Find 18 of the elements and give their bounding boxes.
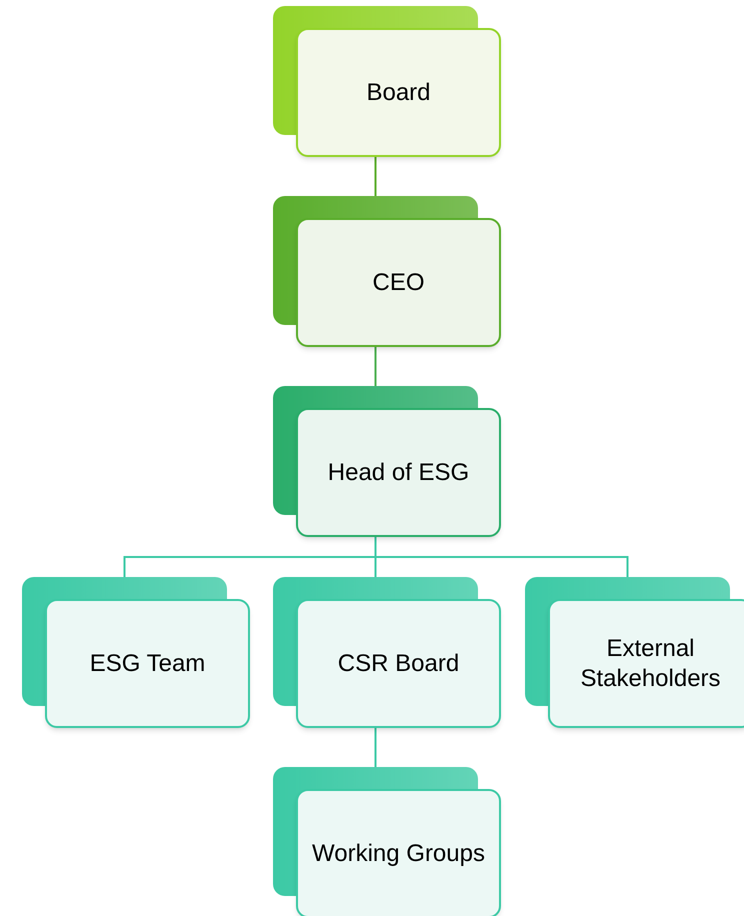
org-node [525, 577, 744, 728]
org-box: Board [296, 28, 501, 157]
org-node [22, 577, 250, 728]
connector-line [374, 728, 376, 767]
org-box: Head of ESG [296, 408, 501, 537]
org-box: CSR Board [296, 599, 501, 728]
org-node [273, 767, 501, 916]
org-node [273, 577, 501, 728]
connector-line [374, 157, 376, 196]
org-box: External Stakeholders [548, 599, 744, 728]
org-node [273, 196, 501, 347]
org-box: ESG Team [45, 599, 250, 728]
org-node [273, 6, 501, 157]
org-node [273, 386, 501, 537]
org-box: CEO [296, 218, 501, 347]
connector-line [374, 537, 628, 577]
org-box: Working Groups [296, 789, 501, 916]
connector-line [374, 347, 376, 386]
